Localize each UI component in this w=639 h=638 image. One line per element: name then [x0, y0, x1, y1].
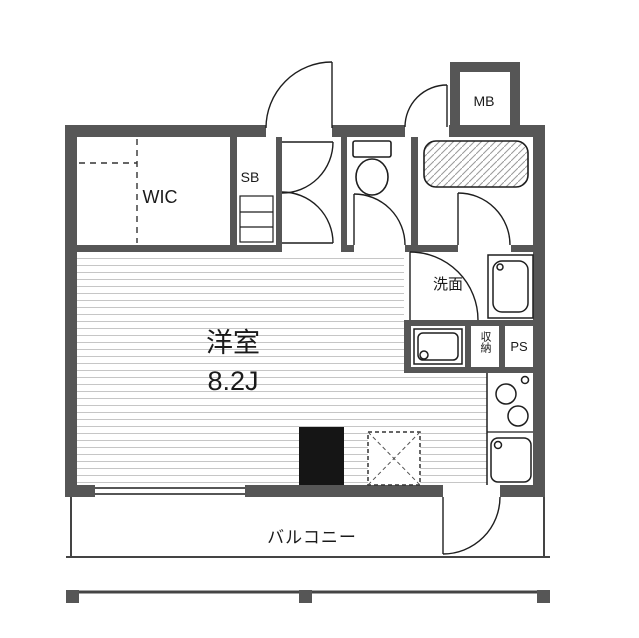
meter-box-wall [450, 62, 520, 72]
railing-post [299, 590, 312, 603]
wall-segment [511, 245, 533, 252]
wall-segment [411, 137, 418, 245]
storage-label: 収納 [479, 331, 492, 354]
doors [265, 61, 511, 555]
wall-segment [500, 485, 545, 497]
railing-post [537, 590, 550, 603]
shoebox-double-doors [281, 141, 334, 244]
washroom-door [409, 251, 479, 321]
meter-box-wall [510, 62, 520, 125]
washroom-label: 洗面 [433, 276, 463, 293]
pipe-space-label: PS [510, 339, 528, 354]
main-room-floor [77, 252, 404, 485]
wall-segment [65, 485, 95, 497]
stove-icon [495, 375, 530, 427]
toilet-door [353, 193, 406, 246]
wall-segment [77, 245, 282, 252]
bathroom-door [457, 192, 511, 246]
toilet-icon [352, 140, 392, 196]
wall-segment [533, 125, 545, 497]
meter-box-label: MB [474, 93, 495, 109]
wall-segment [465, 326, 471, 373]
room-size-label: 8.2J [207, 366, 258, 396]
wic-dashed-lines [79, 139, 138, 243]
bathtub-icon [423, 140, 529, 188]
room-name-label: 洋室 [206, 328, 260, 358]
wall-segment [332, 125, 405, 137]
wall-segment [341, 137, 347, 245]
wall-segment [449, 125, 545, 137]
shoebox-shelves [239, 195, 274, 243]
labels: WIC SB MB 洋室 8.2J 洗面 収納 PS バルコニー [143, 93, 528, 547]
wall-segment [404, 320, 533, 326]
railing-post [66, 590, 79, 603]
wall-segment [65, 125, 77, 497]
wall-segment [230, 137, 237, 245]
wall-segment [405, 245, 458, 252]
wall-segment [245, 485, 443, 497]
shoebox-label: SB [241, 169, 260, 185]
wall-segment [276, 137, 282, 245]
kitchen-fixtures [486, 373, 533, 485]
refrigerator-space-icon [367, 431, 421, 486]
pillar [299, 427, 344, 485]
window [95, 487, 245, 495]
balcony-label: バルコニー [267, 528, 357, 547]
wall-segment [499, 326, 505, 373]
washing-machine-pan-icon [413, 328, 463, 365]
floor-hatching [77, 252, 487, 485]
washstand-icon [487, 254, 534, 319]
wall-segment [65, 125, 266, 137]
meter-box-door [404, 84, 448, 128]
meter-box-wall [450, 62, 460, 125]
wall-segment [341, 245, 354, 252]
wall-segment [404, 320, 411, 373]
walls [65, 62, 545, 497]
wic-label: WIC [143, 187, 178, 207]
entrance-door [265, 61, 333, 129]
sink-icon [490, 437, 532, 483]
balcony-structure [66, 497, 550, 603]
balcony-door [442, 496, 501, 555]
